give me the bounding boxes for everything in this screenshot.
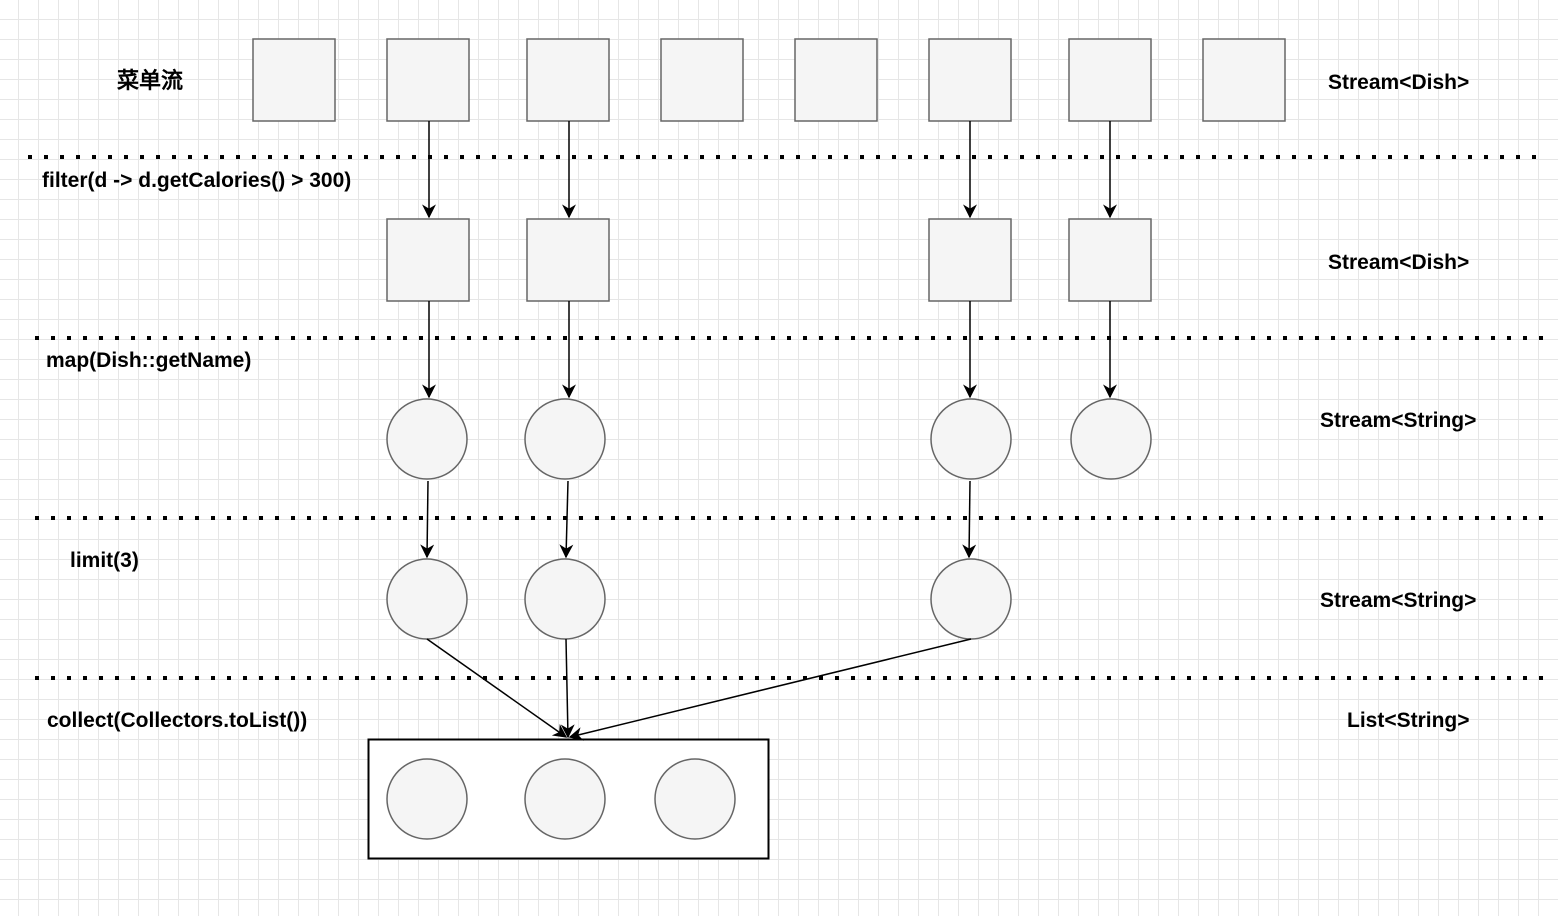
edge-arrow	[560, 638, 575, 739]
dish-node[interactable]	[660, 38, 744, 122]
filtered-stream-row	[386, 218, 1152, 302]
name-node[interactable]	[930, 398, 1012, 480]
dish-node[interactable]	[928, 218, 1012, 302]
result-item[interactable]	[386, 758, 468, 840]
stage-separators	[28, 155, 1548, 680]
collect-edges	[426, 638, 972, 741]
name-node[interactable]	[930, 558, 1012, 640]
dish-node[interactable]	[1068, 38, 1152, 122]
name-node[interactable]	[386, 558, 468, 640]
limit-edges	[420, 480, 977, 559]
collect-type-label: List<String>	[1347, 709, 1470, 732]
dish-node[interactable]	[386, 38, 470, 122]
edge-arrow	[962, 480, 977, 559]
filter-type-label: Stream<Dish>	[1328, 251, 1470, 274]
name-node[interactable]	[386, 398, 468, 480]
name-node[interactable]	[1070, 398, 1152, 480]
source-stream-row	[252, 38, 1286, 122]
name-node[interactable]	[524, 558, 606, 640]
map-type-label: Stream<String>	[1320, 409, 1477, 432]
collect-operation-label: collect(Collectors.toList())	[47, 709, 308, 732]
result-list-items	[386, 758, 736, 840]
source-type-label: Stream<Dish>	[1328, 71, 1470, 94]
dish-node[interactable]	[1202, 38, 1286, 122]
result-item[interactable]	[654, 758, 736, 840]
dish-node[interactable]	[526, 38, 610, 122]
filter-operation-label: filter(d -> d.getCalories() > 300)	[42, 169, 352, 192]
dish-node[interactable]	[252, 38, 336, 122]
dish-node[interactable]	[526, 218, 610, 302]
edge-arrow	[426, 638, 568, 738]
map-edges	[422, 301, 1117, 399]
dish-node[interactable]	[1068, 218, 1152, 302]
edge-arrow	[568, 638, 972, 741]
dish-node[interactable]	[386, 218, 470, 302]
name-node[interactable]	[524, 398, 606, 480]
result-item[interactable]	[524, 758, 606, 840]
limited-stream-row	[386, 558, 1012, 640]
limit-operation-label: limit(3)	[70, 549, 139, 572]
edge-arrow	[559, 480, 574, 559]
filter-edges	[422, 121, 1117, 219]
dish-node[interactable]	[928, 38, 1012, 122]
edge-arrow	[420, 480, 435, 559]
source-stream-label: 菜单流	[117, 68, 184, 93]
limit-type-label: Stream<String>	[1320, 589, 1477, 612]
mapped-stream-row	[386, 398, 1152, 480]
map-operation-label: map(Dish::getName)	[46, 349, 252, 372]
dish-node[interactable]	[794, 38, 878, 122]
